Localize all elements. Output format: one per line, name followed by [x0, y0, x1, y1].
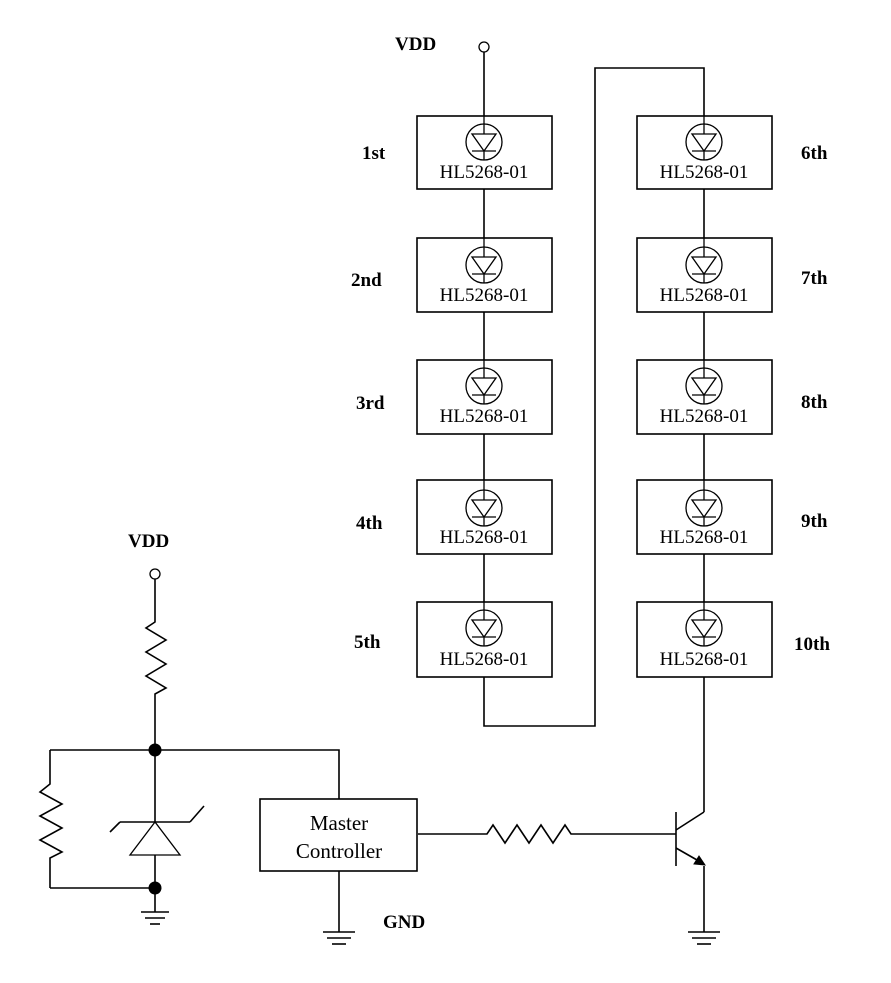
zener-diode-symbol — [109, 750, 205, 888]
master-controller-box: Master Controller — [259, 798, 418, 872]
module-order-label: 6th — [801, 143, 828, 164]
shunt-resistor-symbol — [38, 750, 64, 888]
vdd-label-top: VDD — [395, 34, 436, 55]
controller-label-line1: Master — [310, 811, 368, 835]
ground-icon — [323, 931, 355, 945]
base-resistor-symbol — [418, 823, 676, 845]
led-module-6: HL5268-01 — [636, 115, 773, 190]
module-order-label: 2nd — [351, 270, 382, 291]
led-module-1: HL5268-01 — [416, 115, 553, 190]
ground-icon — [141, 911, 169, 925]
led-module-3: HL5268-01 — [416, 359, 553, 435]
module-order-label: 1st — [362, 143, 386, 164]
module-order-label: 7th — [801, 268, 828, 289]
module-order-label: 10th — [794, 634, 830, 655]
module-part-label: HL5268-01 — [660, 527, 749, 548]
module-part-label: HL5268-01 — [660, 162, 749, 183]
supply-node-wire — [50, 749, 340, 799]
module-part-label: HL5268-01 — [440, 162, 529, 183]
crossover-wire — [483, 67, 705, 727]
vdd-terminal-top — [478, 41, 490, 53]
controller-label-line2: Controller — [296, 839, 382, 863]
gnd-label: GND — [383, 912, 425, 933]
led-module-9: HL5268-01 — [636, 479, 773, 555]
module-part-label: HL5268-01 — [440, 649, 529, 670]
pullup-resistor-symbol — [144, 579, 168, 750]
vdd-terminal-left — [149, 568, 161, 580]
vdd-label-left: VDD — [128, 531, 169, 552]
module-order-label: 3rd — [356, 393, 385, 414]
module-order-label: 5th — [354, 632, 381, 653]
led-module-7: HL5268-01 — [636, 237, 773, 313]
led-module-5: HL5268-01 — [416, 601, 553, 678]
module-part-label: HL5268-01 — [660, 285, 749, 306]
module-order-label: 4th — [356, 513, 383, 534]
module-order-label: 8th — [801, 392, 828, 413]
module-part-label: HL5268-01 — [440, 527, 529, 548]
module-part-label: HL5268-01 — [660, 406, 749, 427]
led-module-4: HL5268-01 — [416, 479, 553, 555]
module-part-label: HL5268-01 — [660, 649, 749, 670]
led-module-8: HL5268-01 — [636, 359, 773, 435]
npn-transistor-symbol — [675, 811, 706, 866]
module-order-label: 9th — [801, 511, 828, 532]
led-module-10: HL5268-01 — [636, 601, 773, 678]
ground-icon — [688, 931, 720, 945]
module-part-label: HL5268-01 — [440, 285, 529, 306]
led-module-2: HL5268-01 — [416, 237, 553, 313]
module-part-label: HL5268-01 — [440, 406, 529, 427]
